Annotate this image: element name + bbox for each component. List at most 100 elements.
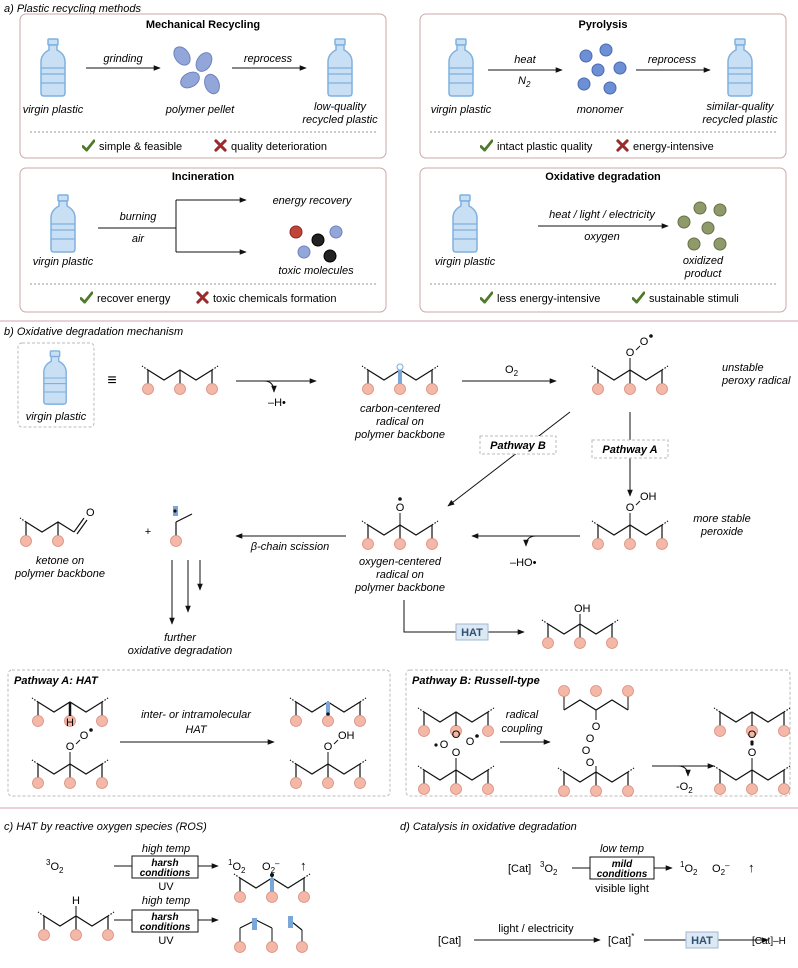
plastic-bottle-icon [327, 38, 353, 97]
c-product-scission [234, 916, 308, 953]
up-arrow-icon: ↑ [300, 858, 307, 873]
pathway-b-arrow-top: radical [506, 709, 539, 721]
oxidative-end-2: product [684, 268, 723, 280]
d-bottom: visible light [595, 883, 649, 895]
superoxide: O2– [262, 859, 280, 875]
section-c-heading: c) HAT by reactive oxygen species (ROS) [4, 821, 207, 833]
d-cat-2: [Cat] [438, 935, 461, 947]
pathway-a-h: H [66, 717, 74, 729]
d-up-arrow-icon: ↑ [748, 860, 755, 875]
plastic-bottle-icon [727, 38, 753, 97]
oxygen-radical-label-3: polymer backbone [354, 582, 445, 594]
check-icon [82, 139, 95, 152]
pathway-b-left-o2: O [440, 739, 449, 751]
peroxide-label-1: more stable [693, 513, 750, 525]
incineration-step-bottom: air [132, 233, 146, 245]
triplet-oxygen: 3O2 [46, 858, 64, 875]
alcohol-chain: OH [541, 603, 619, 650]
carbon-radical-label-1: carbon-centered [360, 403, 441, 415]
oxidized-product-spheres [677, 201, 727, 251]
pathway-a-label: Pathway A [602, 444, 657, 456]
d-superoxide: O2– [712, 861, 730, 877]
peroxide-o: O [626, 502, 635, 514]
pathway-b-mid-o3: O [582, 745, 591, 757]
peroxide-label-2: peroxide [700, 526, 743, 538]
d-cat-star: [Cat]* [608, 932, 634, 947]
cross-icon [214, 139, 227, 152]
oxygen-radical-label-2: radical on [376, 569, 424, 581]
pathway-a-arrow-bottom: HAT [185, 724, 207, 736]
oxygen-radical-o: O [396, 502, 405, 514]
d-box-line2: conditions [597, 869, 648, 880]
check-icon [480, 291, 493, 304]
ketone-label-1: ketone on [36, 555, 84, 567]
d-top: low temp [600, 843, 644, 855]
toxic-molecule-spheres [289, 225, 343, 263]
further-label-2: oxidative degradation [128, 645, 233, 657]
check-icon [80, 291, 93, 304]
plastic-bottle-icon [448, 38, 474, 97]
pyrolysis-end-2: recycled plastic [702, 114, 778, 126]
oxygen-radical-label-1: oxygen-centered [359, 556, 442, 568]
mechanical-pro: simple & feasible [99, 141, 182, 153]
carbon-radical-label-3: polymer backbone [354, 429, 445, 441]
pathway-a-peroxy-o2: O [80, 730, 89, 742]
d-cat-1: [Cat] [508, 863, 531, 875]
incineration-pro: recover energy [97, 293, 171, 305]
c-product-radical [233, 873, 311, 904]
polymer-pellets [173, 46, 220, 95]
minus-ho-radical: –HO• [510, 557, 537, 569]
d-cat-h: [Cat]–H [752, 936, 786, 947]
radical-fragment [170, 506, 193, 547]
pyrolysis-start: virgin plastic [431, 104, 492, 116]
check-icon [632, 291, 645, 304]
pathway-a-arrow-top: inter- or intramolecular [141, 709, 252, 721]
pathway-b-product-o1: O [748, 729, 757, 741]
minus-o2-label: -O2 [676, 781, 693, 795]
pathway-b-product-o2: O [748, 747, 757, 759]
cross-icon [196, 291, 209, 304]
monomer-spheres [577, 43, 627, 95]
pyrolysis-panel: Pyrolysis virgin plastic heat N2 monomer… [419, 13, 787, 159]
section-d-heading: d) Catalysis in oxidative degradation [400, 821, 577, 833]
c-top-2: high temp [142, 895, 190, 907]
plastic-bottle-icon [40, 38, 66, 97]
mechanical-con: quality deterioration [231, 141, 327, 153]
mechanical-end-2: recycled plastic [302, 114, 378, 126]
d-light: light / electricity [498, 923, 574, 935]
incineration-panel: Incineration virgin plastic burning air … [19, 167, 387, 313]
pyrolysis-step2: reprocess [648, 54, 697, 66]
oxidative-end-1: oxidized [683, 255, 724, 267]
pathway-b-mid-o1: O [592, 721, 601, 733]
oxidative-step-top: heat / light / electricity [549, 209, 656, 221]
plastic-bottle-icon [43, 350, 67, 405]
mechanical-recycling-panel: Mechanical Recycling virgin plastic grin… [19, 13, 387, 159]
peroxy-o2: O [640, 336, 649, 348]
pathway-b-left-o3: O [452, 747, 461, 759]
incineration-con: toxic chemicals formation [213, 293, 337, 305]
c-box-2-line1: harsh [151, 912, 178, 923]
mechanical-mid: polymer pellet [165, 104, 235, 116]
incineration-title: Incineration [172, 171, 235, 183]
c-uv-2: UV [158, 935, 174, 947]
plus-sign: + [145, 526, 151, 538]
section-b-heading: b) Oxidative degradation mechanism [4, 326, 183, 338]
mechanical-start: virgin plastic [23, 104, 84, 116]
incineration-step-top: burning [120, 211, 158, 223]
check-icon [480, 139, 493, 152]
mechanical-step1: grinding [103, 53, 143, 65]
c-box-2-line2: conditions [140, 922, 191, 933]
carbon-radical-label-2: radical on [376, 416, 424, 428]
c-chain-h: H [72, 895, 80, 907]
oxygen-radical-chain: O [361, 497, 439, 551]
pyrolysis-title: Pyrolysis [579, 19, 628, 31]
mech-start: virgin plastic [26, 411, 87, 423]
carbon-radical-chain [361, 363, 439, 396]
mechanical-end-1: low-quality [314, 101, 367, 113]
d-box-line1: mild [612, 859, 633, 870]
beta-scission-label: β-chain scission [250, 541, 329, 553]
pathway-b-label: Pathway B [490, 440, 546, 452]
pyrolysis-mid: monomer [577, 104, 625, 116]
further-label-1: further [164, 632, 197, 644]
ketone-o: O [86, 507, 95, 519]
